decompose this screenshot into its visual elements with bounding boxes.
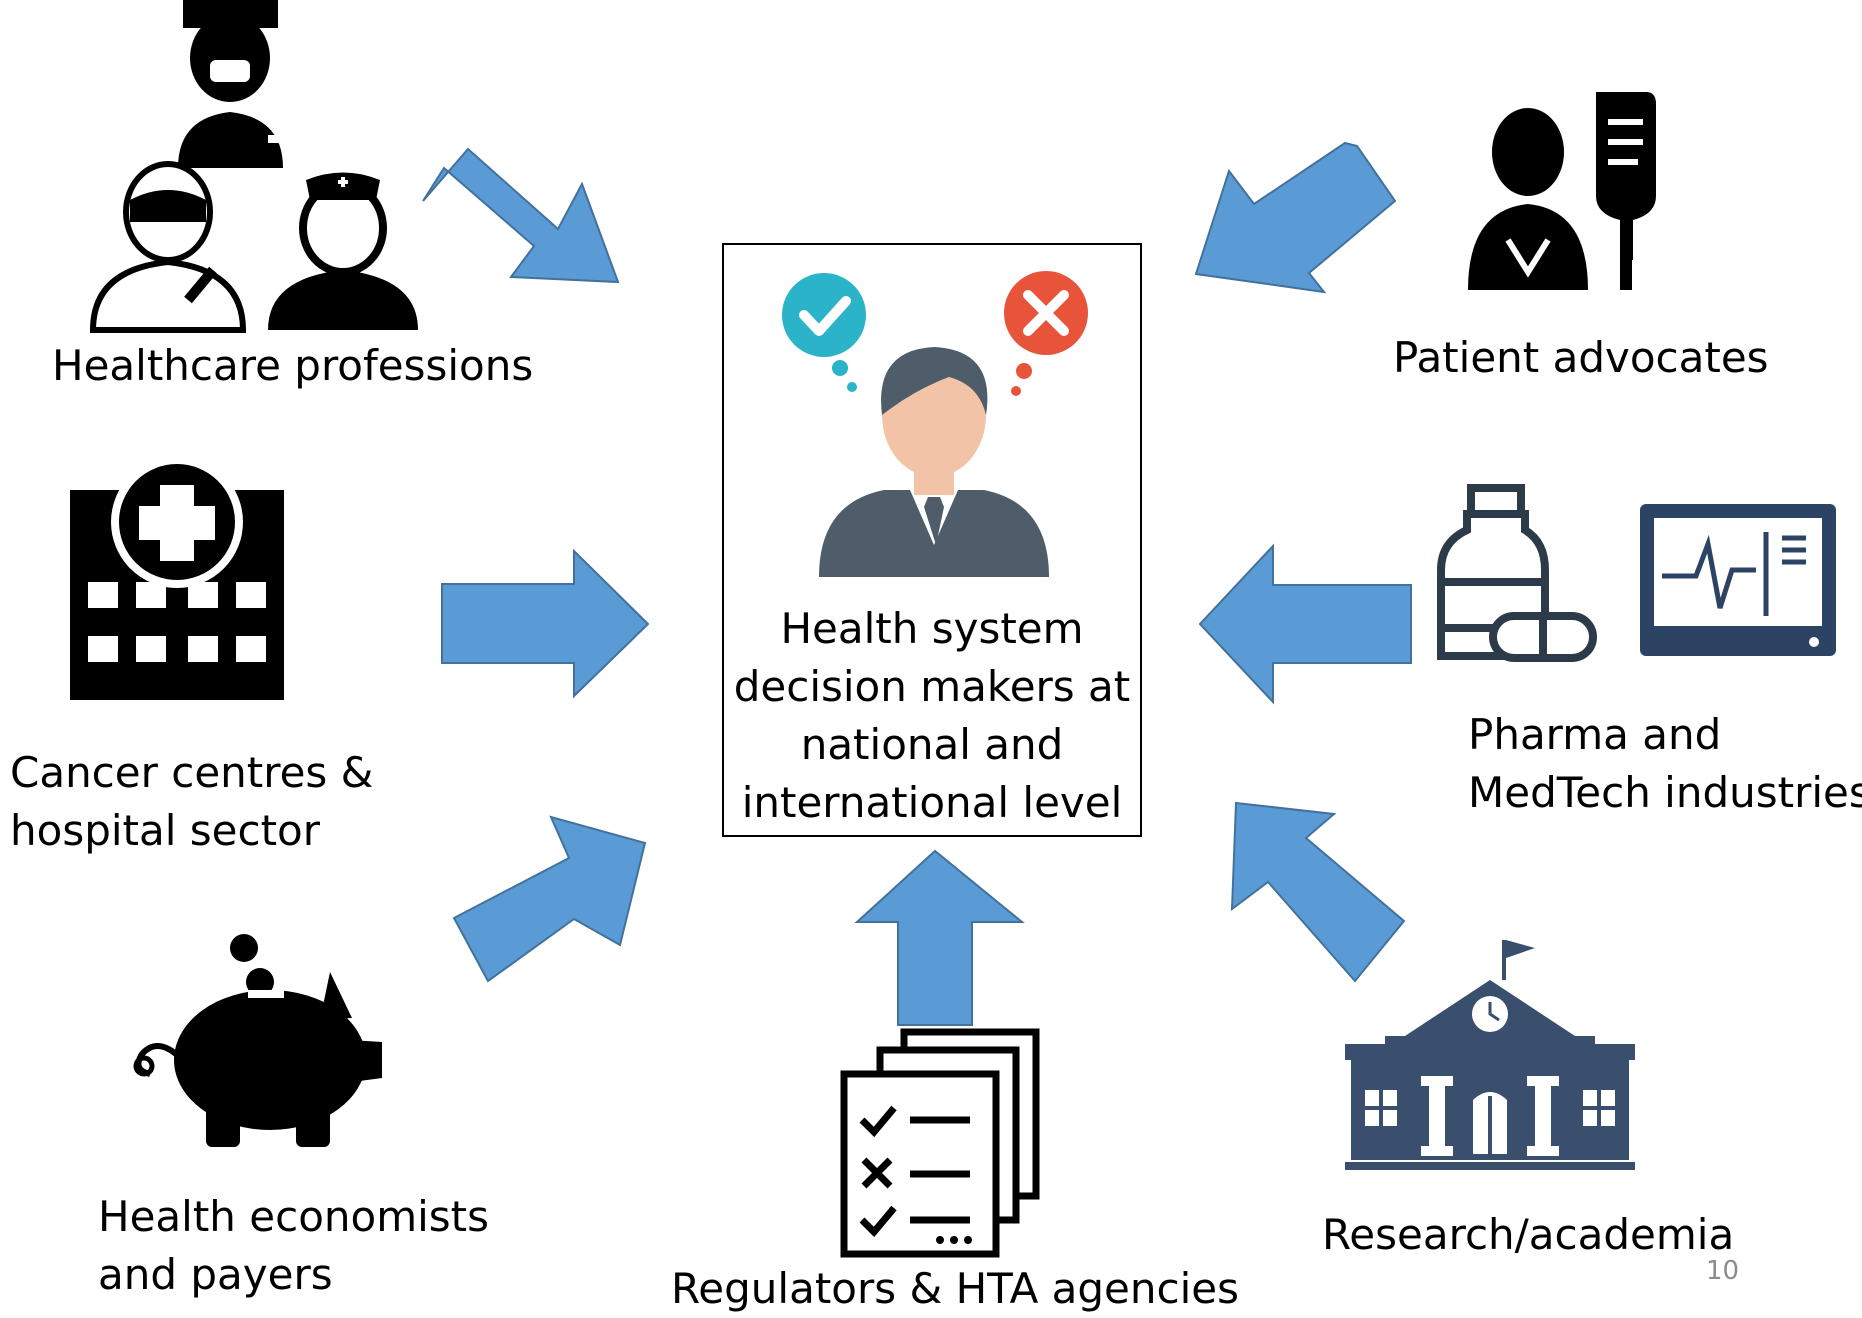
label-cancer-centres: Cancer centres & hospital sector [10, 744, 373, 860]
economists-line-2: and payers [98, 1250, 333, 1299]
label-regulators: Regulators & HTA agencies [671, 1264, 1239, 1313]
pharma-line-1: Pharma and [1468, 710, 1722, 759]
arrow-cancer-centres [441, 548, 650, 699]
center-line-2: decision makers at [733, 662, 1131, 711]
pharma-line-2: MedTech industries [1468, 768, 1862, 817]
arrow-health-economists [452, 815, 647, 983]
patient-iv-icon [1468, 92, 1656, 290]
economists-line-1: Health economists [98, 1192, 490, 1241]
heart-monitor-icon [1640, 504, 1836, 656]
check-bubble-icon [782, 273, 866, 357]
label-research: Research/academia [1322, 1210, 1735, 1259]
university-building-icon [1345, 940, 1635, 1170]
healthcare-professionals-icon [89, 0, 418, 333]
label-patient-advocates: Patient advocates [1393, 333, 1769, 382]
arrow-patient-advocates [1194, 141, 1397, 294]
arrow-research [1230, 801, 1406, 983]
decision-maker-box: Health system decision makers at nationa… [722, 243, 1142, 837]
piggy-bank-icon [133, 934, 382, 1147]
center-line-3: national and [800, 720, 1064, 769]
checklist-documents-icon [840, 1028, 1040, 1258]
label-healthcare-professions: Healthcare professions [52, 341, 534, 390]
decision-maker-icon [782, 271, 1088, 577]
arrow-regulators [854, 849, 1025, 1026]
hospital-icon [70, 456, 284, 700]
page-number: 10 [1706, 1256, 1740, 1286]
label-pharma-medtech: Pharma and MedTech industries [1468, 706, 1862, 822]
center-line-4: international level [741, 778, 1123, 827]
cancer-centres-line-1: Cancer centres & [10, 748, 374, 797]
label-health-economists: Health economists and payers [98, 1188, 489, 1304]
cancer-centres-line-2: hospital sector [10, 806, 320, 855]
medicine-bottle-pill-icon [1437, 484, 1597, 662]
arrow-healthcare-professions [422, 147, 620, 284]
center-line-1: Health system [780, 604, 1084, 653]
arrow-pharma-medtech [1198, 543, 1412, 705]
decision-maker-label: Health system decision makers at nationa… [724, 600, 1140, 832]
